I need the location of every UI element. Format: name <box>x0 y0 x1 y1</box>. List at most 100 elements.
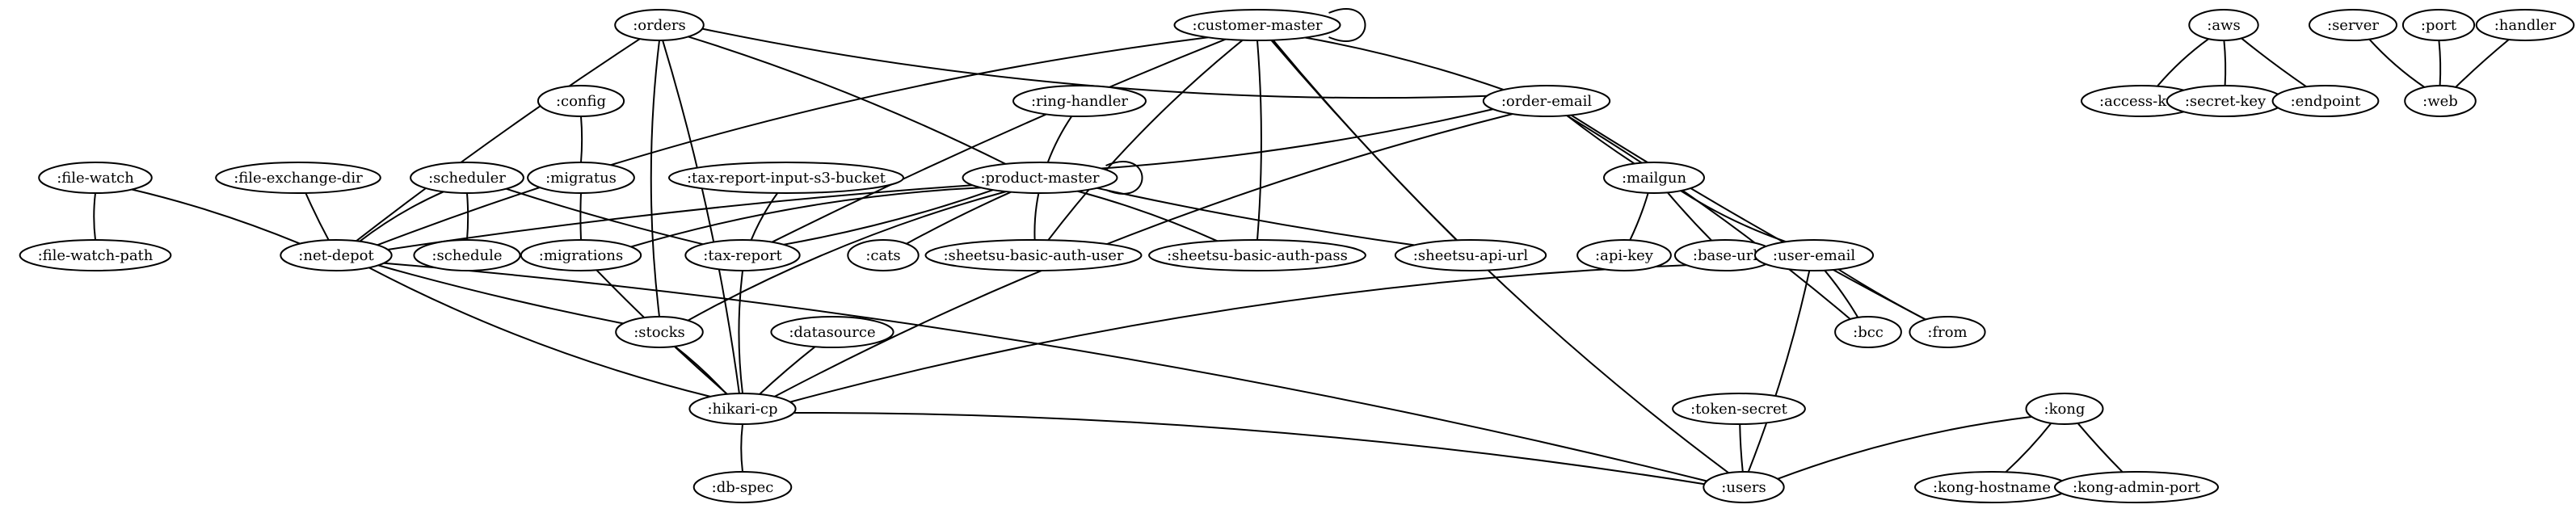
edge-net-depot-to-users <box>383 262 1707 482</box>
node-label: :kong-admin-port <box>2073 479 2201 496</box>
edge-net-depot-to-stocks <box>377 264 624 325</box>
node-label: :bcc <box>1853 324 1884 341</box>
node-label: :server <box>2327 17 2379 34</box>
node-sheetsu-url: :sheetsu-api-url <box>1394 239 1547 271</box>
node-sheetsu-pass: :sheetsu-basic-auth-pass <box>1148 239 1366 271</box>
node-stocks: :stocks <box>615 316 704 348</box>
node-label: :orders <box>633 17 686 34</box>
node-schedule: :schedule <box>413 239 521 271</box>
edge-orders-to-net-depot <box>356 38 641 242</box>
node-label: :user-email <box>1773 247 1855 264</box>
node-tax-report: :tax-report <box>684 239 801 271</box>
node-ellipse <box>2401 9 2476 41</box>
node-ellipse <box>1012 85 1147 117</box>
node-server: :server <box>2309 9 2397 41</box>
node-label: :file-watch <box>57 170 134 187</box>
node-bcc: :bcc <box>1834 316 1902 348</box>
node-label: :schedule <box>431 247 502 264</box>
edge-server-to-web <box>2368 38 2426 88</box>
node-ellipse <box>2025 393 2104 425</box>
node-ellipse <box>1703 471 1785 503</box>
node-ellipse <box>215 162 381 194</box>
node-users: :users <box>1703 471 1785 503</box>
node-file-exchange-dir: :file-exchange-dir <box>215 162 381 194</box>
node-ellipse <box>527 162 635 194</box>
node-ellipse <box>1834 316 1902 348</box>
edge-orders-to-product-master <box>688 36 1007 165</box>
node-cats: :cats <box>847 239 920 271</box>
node-mailgun: :mailgun <box>1603 162 1705 194</box>
edge-scheduler-to-net-depot <box>359 191 444 242</box>
node-label: :sheetsu-api-url <box>1413 247 1529 264</box>
node-label: :stocks <box>633 324 685 341</box>
node-scheduler: :scheduler <box>410 162 524 194</box>
edge-order-email-to-from <box>1570 114 1926 321</box>
node-label: :base-url <box>1693 247 1757 264</box>
edge-token-secret-to-users <box>1739 423 1744 473</box>
edge-product-master-to-net-depot <box>387 184 973 250</box>
edge-aws-to-access-key <box>2157 38 2209 87</box>
node-ellipse <box>684 239 801 271</box>
node-file-watch-path: :file-watch-path <box>19 239 172 271</box>
edge-customer-master-to-sheetsu-pass <box>1256 40 1262 241</box>
edge-product-master-to-cats <box>906 191 1012 245</box>
node-ellipse <box>1173 9 1341 41</box>
edge-product-master-to-sheetsu-url <box>1096 187 1415 246</box>
edge-customer-master-to-tax-report <box>771 38 1227 243</box>
node-port: :port <box>2401 9 2476 41</box>
edge-user-email-to-bcc <box>1824 270 1859 318</box>
node-label: :scheduler <box>428 170 506 187</box>
edge-port-to-web <box>2438 40 2442 86</box>
node-web: :web <box>2404 85 2477 117</box>
node-ellipse <box>1576 239 1672 271</box>
node-label: :token-secret <box>1690 401 1788 418</box>
edge-tax-report-to-hikari-cp <box>738 270 743 394</box>
node-label: :sheetsu-basic-auth-user <box>943 247 1123 264</box>
edge-order-email-to-hikari-cp <box>774 113 1513 397</box>
node-ellipse <box>1394 239 1547 271</box>
node-label: :kong-hostname <box>1933 479 2051 496</box>
node-ellipse <box>2271 85 2380 117</box>
node-label: :from <box>1927 324 1967 341</box>
edge-mailgun-to-api-key <box>1629 192 1649 241</box>
node-label: :port <box>2421 17 2457 34</box>
node-user-email: :user-email <box>1753 239 1875 271</box>
edge-hikari-cp-to-db-spec <box>740 423 743 473</box>
node-label: :users <box>1721 479 1766 496</box>
node-label: :api-key <box>1595 247 1654 264</box>
edge-stocks-to-hikari-cp <box>674 345 728 395</box>
node-kong-admin-port: :kong-admin-port <box>2054 471 2219 503</box>
edge-ring-handler-to-product-master <box>1046 116 1073 163</box>
node-ellipse <box>770 316 894 348</box>
node-label: :ring-handler <box>1031 93 1128 110</box>
node-migratus: :migratus <box>527 162 635 194</box>
node-ellipse <box>614 9 705 41</box>
node-label: :kong <box>2044 401 2086 418</box>
edge-file-exchange-dir-to-net-depot <box>305 192 330 241</box>
node-label: :tax-report <box>703 247 782 264</box>
edge-product-master-to-sheetsu-user <box>1033 192 1040 241</box>
node-label: :db-spec <box>712 479 774 496</box>
edge-aws-to-secret-key <box>2223 40 2227 86</box>
node-base-url: :base-url <box>1673 239 1777 271</box>
node-label: :net-depot <box>298 247 374 264</box>
node-ellipse <box>615 316 704 348</box>
edge-migratus-to-migrations <box>579 192 582 241</box>
edge-orders-to-hikari-cp <box>662 40 740 394</box>
node-ellipse <box>2475 9 2575 41</box>
node-config: :config <box>537 85 625 117</box>
node-ellipse <box>410 162 524 194</box>
node-ellipse <box>2309 9 2397 41</box>
edge-product-master-to-tax-report <box>783 189 994 246</box>
edge-mailgun-to-base-url <box>1667 191 1712 242</box>
edges-layer <box>93 8 2510 486</box>
edge-orders-to-stocks <box>650 40 660 317</box>
node-label: :config <box>556 93 606 110</box>
node-ellipse <box>2404 85 2477 117</box>
node-label: :customer-master <box>1193 17 1323 34</box>
node-label: :datasource <box>789 324 875 341</box>
edge-datasource-to-hikari-cp <box>759 346 816 395</box>
node-ellipse <box>19 239 172 271</box>
node-label: :handler <box>2494 17 2557 34</box>
